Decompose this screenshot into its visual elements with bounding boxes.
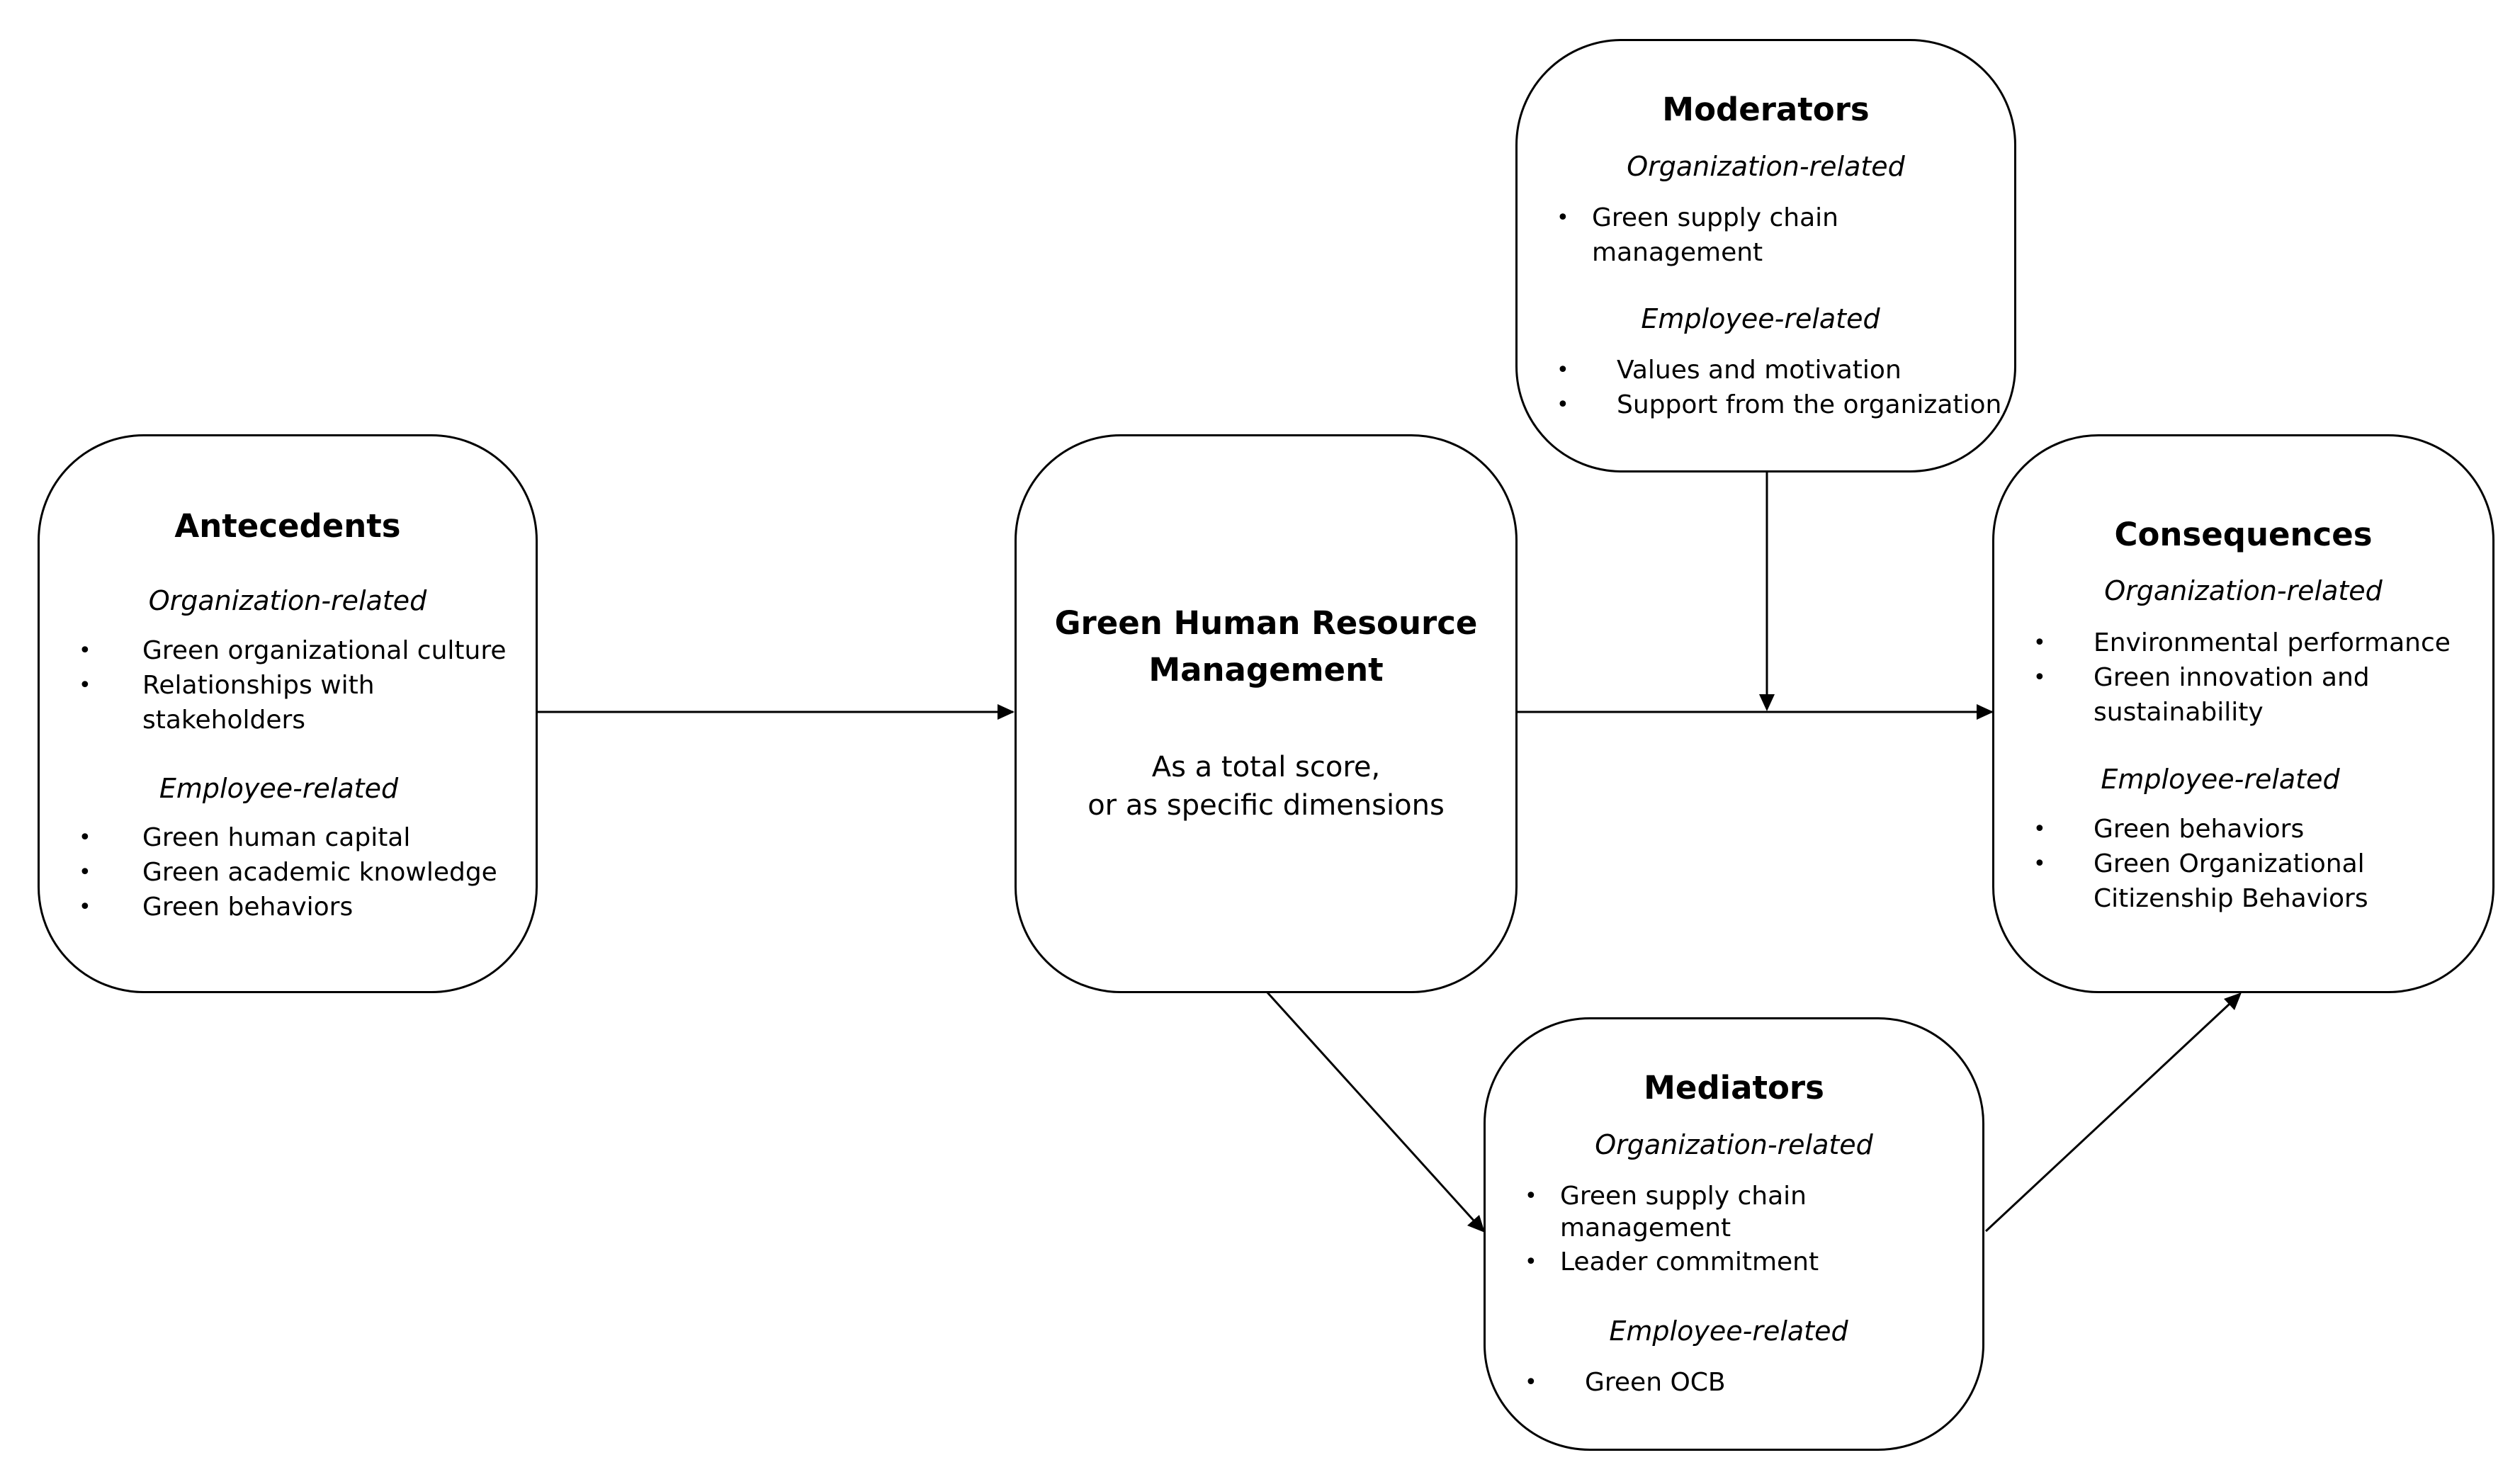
moderators-org-item-1-cont: management — [1592, 238, 1763, 267]
consequences-emp-heading: Employee-related — [2101, 764, 2340, 795]
antecedents-emp-item-3: Green behaviors — [142, 893, 354, 922]
antecedents-emp-bullet-1: • — [79, 825, 91, 850]
ghrm-desc-line-2: or as specific dimensions — [1087, 789, 1445, 822]
arrow-antecedents-to-ghrm-head — [998, 704, 1015, 720]
mediators-emp-heading: Employee-related — [1609, 1315, 1848, 1347]
moderators-box: Moderators Organization-related • Green … — [1515, 39, 2016, 472]
mediators-org-item-1-cont: management — [1560, 1213, 1731, 1243]
antecedents-emp-item-1: Green human capital — [142, 823, 411, 852]
antecedents-org-bullet-1: • — [79, 638, 91, 663]
consequences-org-bullet-2: • — [2033, 665, 2046, 690]
mediators-org-bullet-1: • — [1525, 1184, 1537, 1209]
antecedents-org-heading: Organization-related — [148, 585, 427, 616]
mediators-emp-item-1: Green OCB — [1585, 1368, 1726, 1397]
consequences-emp-item-1: Green behaviors — [2094, 815, 2305, 844]
arrow-mediators-to-consequences-head — [2224, 992, 2242, 1010]
ghrm-title-line-2: Management — [1148, 651, 1384, 689]
consequences-org-item-2-cont: sustainability — [2094, 698, 2264, 727]
arrow-mediators-to-consequences — [1984, 994, 2240, 1233]
moderators-emp-heading: Employee-related — [1641, 303, 1880, 334]
moderators-org-heading: Organization-related — [1627, 151, 1905, 182]
moderators-emp-bullet-1: • — [1556, 358, 1569, 383]
consequences-emp-item-2: Green Organizational — [2094, 849, 2365, 878]
arrow-ghrm-to-consequences-head — [1977, 704, 1994, 720]
mediators-box: Mediators Organization-related • Green s… — [1484, 1017, 1984, 1451]
mediators-title: Mediators — [1644, 1069, 1824, 1107]
consequences-org-item-1: Environmental performance — [2094, 628, 2451, 657]
antecedents-emp-item-2: Green academic knowledge — [142, 858, 497, 887]
moderators-org-bullet-1: • — [1556, 205, 1569, 230]
mediators-org-item-1: Green supply chain — [1560, 1182, 1807, 1211]
consequences-org-item-2: Green innovation and — [2094, 663, 2370, 692]
moderators-title: Moderators — [1662, 91, 1870, 128]
consequences-org-heading: Organization-related — [2104, 575, 2383, 606]
antecedents-org-item-1: Green organizational culture — [142, 636, 507, 665]
antecedents-emp-bullet-3: • — [79, 895, 91, 919]
moderators-org-item-1: Green supply chain — [1592, 203, 1838, 232]
consequences-emp-bullet-1: • — [2033, 817, 2046, 842]
consequences-box: Consequences Organization-related • Envi… — [1992, 434, 2494, 993]
antecedents-emp-heading: Employee-related — [159, 773, 399, 804]
consequences-title: Consequences — [2114, 516, 2373, 553]
ghrm-box: Green Human Resource Management As a tot… — [1015, 434, 1518, 993]
arrow-ghrm-to-mediators — [1265, 990, 1484, 1231]
mediators-org-item-2: Leader commitment — [1560, 1247, 1819, 1277]
consequences-emp-bullet-2: • — [2033, 851, 2046, 876]
antecedents-org-item-2-cont: stakeholders — [142, 706, 306, 735]
ghrm-title-line-1: Green Human Resource — [1054, 604, 1478, 642]
mediators-org-heading: Organization-related — [1595, 1129, 1873, 1160]
antecedents-emp-bullet-2: • — [79, 860, 91, 885]
moderators-emp-item-1: Values and motivation — [1617, 356, 1902, 385]
moderators-emp-bullet-2: • — [1556, 392, 1569, 417]
arrow-ghrm-to-mediators-head — [1467, 1215, 1485, 1233]
antecedents-title: Antecedents — [174, 507, 401, 545]
mediators-emp-bullet-1: • — [1525, 1370, 1537, 1395]
arrow-moderators-to-path-head — [1759, 694, 1775, 711]
ghrm-desc-line-1: As a total score, — [1151, 751, 1381, 783]
consequences-emp-item-2-cont: Citizenship Behaviors — [2094, 884, 2368, 913]
consequences-org-bullet-1: • — [2033, 630, 2046, 655]
moderators-emp-item-2: Support from the organization — [1617, 390, 2002, 419]
antecedents-box: Antecedents Organization-related • Green… — [38, 434, 538, 993]
antecedents-org-item-2: Relationships with — [142, 671, 375, 700]
mediators-org-bullet-2: • — [1525, 1250, 1537, 1274]
antecedents-org-bullet-2: • — [79, 673, 91, 698]
